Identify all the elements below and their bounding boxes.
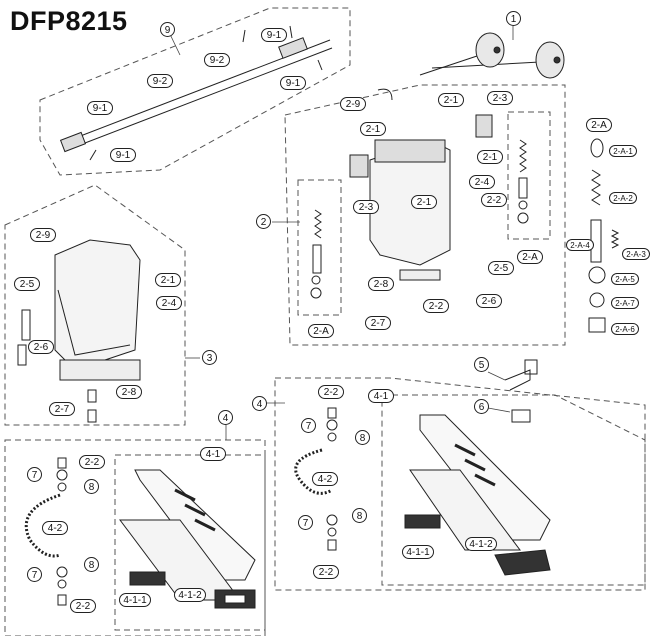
callout-9-1-right: 9-1 xyxy=(280,76,306,90)
group-2-boundary xyxy=(284,84,566,346)
callout-3-2-8: 2-8 xyxy=(116,385,142,399)
group-9-boundary xyxy=(39,7,351,176)
callout-3: 3 xyxy=(202,350,217,365)
bolts-and-washers xyxy=(56,407,338,606)
callout-1: 1 xyxy=(506,11,521,26)
callout-3-2-5: 2-5 xyxy=(14,277,40,291)
callout-9-2-upper: 9-2 xyxy=(204,53,230,67)
callout-3-2-4: 2-4 xyxy=(156,296,182,310)
group-4-1-right-boundary xyxy=(381,394,646,586)
callout-2-5: 2-5 xyxy=(488,261,514,275)
callout-2-1-d: 2-1 xyxy=(411,195,437,209)
callout-8-left-top: 8 xyxy=(84,479,99,494)
callout-9-1-bottom: 9-1 xyxy=(110,148,136,162)
group-3-boundary xyxy=(4,184,186,426)
model-title: DFP8215 xyxy=(10,6,128,36)
callout-3-2-7: 2-7 xyxy=(49,402,75,416)
chain-assemblies xyxy=(24,448,333,558)
callout-9-1-left: 9-1 xyxy=(87,101,113,115)
callout-4-2-left: 4-2 xyxy=(42,521,68,535)
callout-4-1-2-right: 4-1-2 xyxy=(465,537,497,551)
callout-9-1-top: 9-1 xyxy=(261,28,287,42)
callout-2-1-a: 2-1 xyxy=(438,93,464,107)
callout-4-2-right: 4-2 xyxy=(312,472,338,486)
callout-7-right-top: 7 xyxy=(301,418,316,433)
callout-2-A-3: 2-A-3 xyxy=(622,248,650,260)
callout-2-A-2: 2-A-2 xyxy=(609,192,637,204)
callout-6: 6 xyxy=(474,399,489,414)
callout-2-6: 2-6 xyxy=(476,294,502,308)
callout-2-A-1: 2-A-1 xyxy=(609,145,637,157)
group-2A-boundary-right xyxy=(507,111,551,240)
callout-2: 2 xyxy=(256,214,271,229)
callout-2-2-a: 2-2 xyxy=(481,193,507,207)
callout-4-left-2-2-bottom: 2-2 xyxy=(70,599,96,613)
callout-9: 9 xyxy=(160,22,175,37)
drum-key-and-clip xyxy=(504,359,538,423)
callout-3-2-1: 2-1 xyxy=(155,273,181,287)
callout-4-1-2-left: 4-1-2 xyxy=(174,588,206,602)
callout-4-1-1-left: 4-1-1 xyxy=(119,593,151,607)
callout-4-left-2-2-top: 2-2 xyxy=(79,455,105,469)
callout-2-9: 2-9 xyxy=(340,97,366,111)
callout-3-2-6: 2-6 xyxy=(28,340,54,354)
pedal-frame-upper xyxy=(349,88,493,281)
callout-2-A-6: 2-A-6 xyxy=(611,323,639,335)
callout-5: 5 xyxy=(474,357,489,372)
callout-3-2-9: 2-9 xyxy=(30,228,56,242)
pedal-frame-lower-left xyxy=(17,239,141,423)
callout-2-4: 2-4 xyxy=(469,175,495,189)
callout-2-A-right: 2-A xyxy=(517,250,543,264)
callout-9-2-lower: 9-2 xyxy=(147,74,173,88)
beaters xyxy=(419,32,565,79)
callout-2-3-right: 2-3 xyxy=(487,91,513,105)
callout-2-1-b: 2-1 xyxy=(360,122,386,136)
callout-4-1-right: 4-1 xyxy=(368,389,394,403)
group-2A-boundary-left xyxy=(297,179,342,316)
callout-8-left-bottom: 8 xyxy=(84,557,99,572)
callout-7-left-top: 7 xyxy=(27,467,42,482)
callout-2-A-4: 2-A-4 xyxy=(566,239,594,251)
callout-4-1-left: 4-1 xyxy=(200,447,226,461)
springs xyxy=(310,138,620,333)
callout-4-left: 4 xyxy=(218,410,233,425)
callout-2-A-7: 2-A-7 xyxy=(611,297,639,309)
group-boundaries xyxy=(4,7,646,636)
callout-2-3-left: 2-3 xyxy=(353,200,379,214)
drive-shaft-assembly xyxy=(59,25,333,161)
callout-2-A-5: 2-A-5 xyxy=(611,273,639,285)
leader-lines xyxy=(167,26,514,440)
footboards xyxy=(119,414,551,609)
callout-7-right-bottom: 7 xyxy=(298,515,313,530)
callout-4-right-2-2-top: 2-2 xyxy=(318,385,344,399)
callout-2-A-left: 2-A xyxy=(308,324,334,338)
callout-8-right-bottom: 8 xyxy=(352,508,367,523)
callout-4-right: 4 xyxy=(252,396,267,411)
callout-7-left-bottom: 7 xyxy=(27,567,42,582)
callout-4-1-1-right: 4-1-1 xyxy=(402,545,434,559)
callout-2-1-c: 2-1 xyxy=(477,150,503,164)
callout-4-right-2-2-bottom: 2-2 xyxy=(313,565,339,579)
callout-2-A-detail: 2-A xyxy=(586,118,612,132)
callout-8-right-top: 8 xyxy=(355,430,370,445)
group-4-left-boundary xyxy=(4,439,266,636)
callout-2-7: 2-7 xyxy=(365,316,391,330)
callout-2-2-b: 2-2 xyxy=(423,299,449,313)
callout-2-8: 2-8 xyxy=(368,277,394,291)
